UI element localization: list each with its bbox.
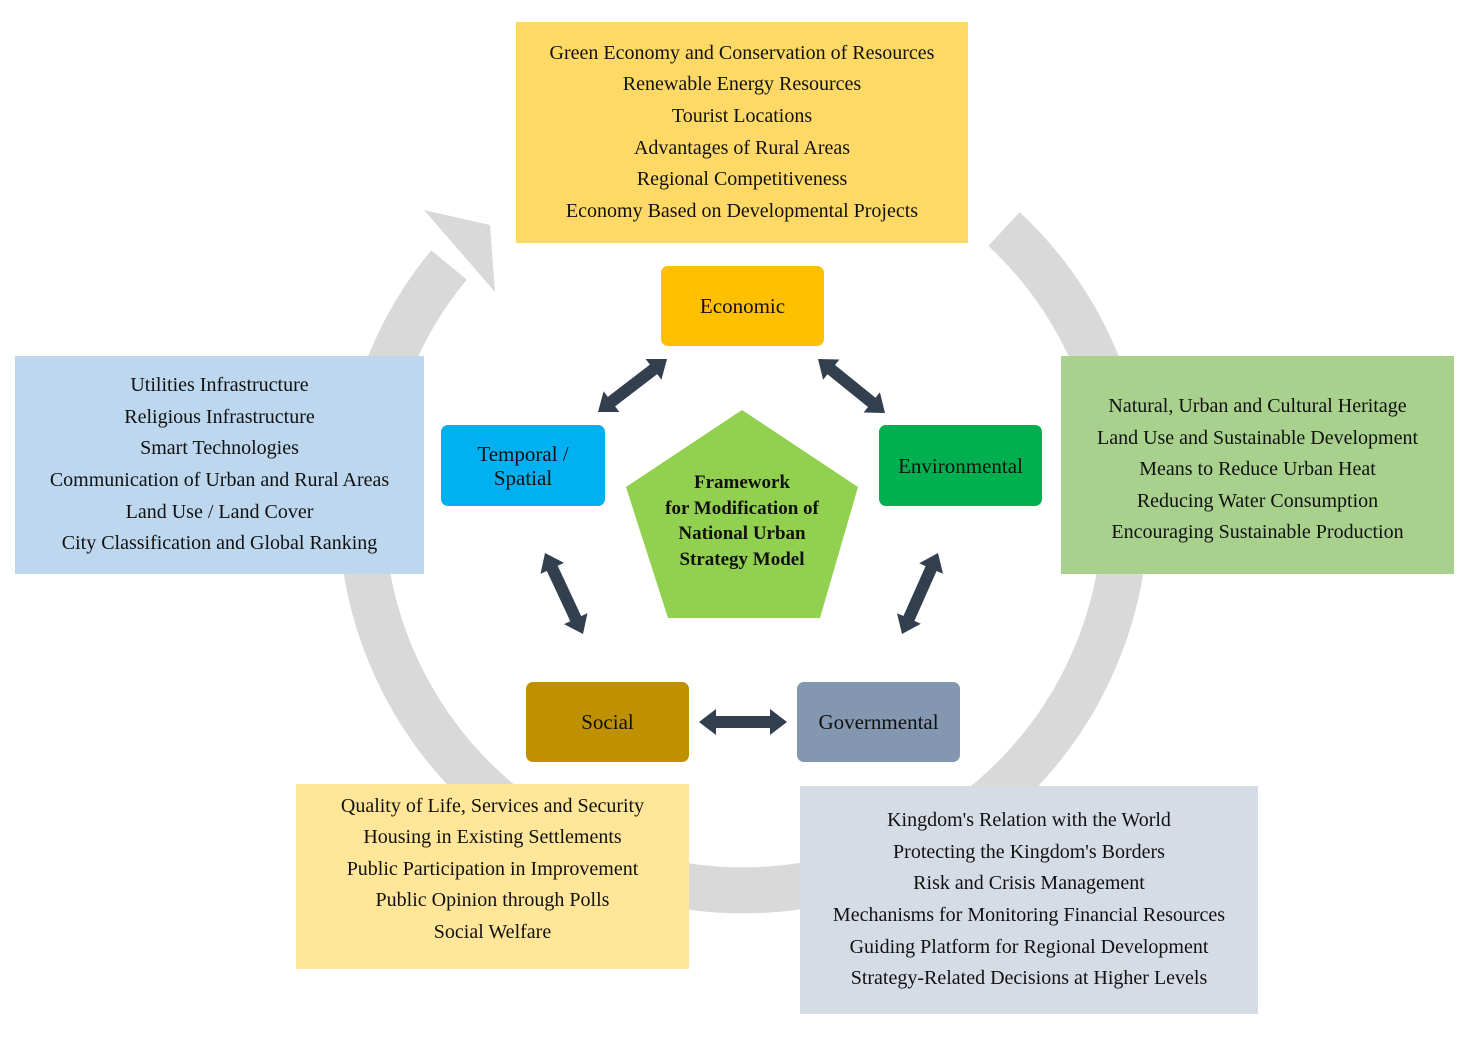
governmental-item: Risk and Crisis Management: [913, 872, 1145, 895]
social-item: Social Welfare: [433, 920, 552, 943]
economic-temporal-connector-icon: [598, 359, 667, 412]
economic-node-label: Economic: [699, 294, 786, 318]
social-node-label: Social: [581, 710, 634, 734]
temporal-label-line: Temporal /: [477, 441, 569, 466]
social-details-box: Quality of Life, Services and Security H…: [296, 784, 689, 969]
environmental-item: Encouraging Sustainable Production: [1111, 521, 1404, 544]
governmental-node: Governmental: [797, 682, 960, 762]
social-item: Quality of Life, Services and Security: [340, 794, 645, 817]
governmental-node-label: Governmental: [818, 710, 939, 734]
environmental-node-label: Environmental: [898, 453, 1023, 478]
temporal-item: Communication of Urban and Rural Areas: [49, 469, 390, 491]
spatial-label-line: Spatial: [493, 465, 553, 490]
governmental-item: Strategy-Related Decisions at Higher Lev…: [850, 967, 1208, 990]
economic-item: Tourist Locations: [671, 104, 813, 127]
cycle-arrowhead-icon: [424, 210, 495, 292]
center-title-line: Framework: [693, 472, 791, 493]
temporal-item: Smart Technologies: [140, 437, 299, 460]
temporal-spatial-node-label: Temporal / Spatial: [477, 442, 568, 490]
economic-item: Regional Competitiveness: [636, 168, 848, 191]
governmental-item: Kingdom's Relation with the World: [887, 809, 1171, 832]
environmental-item: Reducing Water Consumption: [1136, 489, 1379, 512]
center-title-line: National Urban: [678, 523, 806, 544]
temporal-social-connector-icon: [540, 553, 588, 634]
social-item: Public Opinion through Polls: [375, 889, 610, 912]
center-framework-title: Framework for Modification of National U…: [640, 470, 844, 572]
temporal-item: City Classification and Global Ranking: [61, 532, 378, 555]
temporal-spatial-details-box: Utilities Infrastructure Religious Infra…: [15, 356, 424, 574]
social-item: Public Participation in Improvement: [346, 857, 639, 880]
environmental-node: Environmental: [879, 425, 1042, 506]
economic-item: Renewable Energy Resources: [622, 73, 862, 96]
temporal-item: Utilities Infrastructure: [130, 374, 309, 397]
governmental-item: Guiding Platform for Regional Developmen…: [849, 935, 1209, 958]
environmental-governmental-connector-icon: [897, 553, 943, 634]
environmental-item: Land Use and Sustainable Development: [1096, 426, 1419, 449]
temporal-item: Religious Infrastructure: [124, 405, 315, 428]
economic-environmental-connector-icon: [818, 359, 885, 413]
environmental-item: Means to Reduce Urban Heat: [1139, 458, 1376, 481]
governmental-item: Mechanisms for Monitoring Financial Reso…: [832, 904, 1226, 926]
environmental-details-box: Natural, Urban and Cultural Heritage Lan…: [1061, 356, 1454, 574]
center-pentagon: [626, 410, 858, 618]
social-node: Social: [526, 682, 689, 762]
temporal-spatial-node: Temporal / Spatial: [441, 425, 605, 506]
center-title-line: for Modification of: [665, 497, 819, 519]
center-title-line: Strategy Model: [679, 548, 805, 570]
economic-item: Advantages of Rural Areas: [633, 136, 851, 159]
economic-item: Economy Based on Developmental Projects: [565, 199, 919, 222]
social-governmental-connector-icon: [699, 709, 787, 735]
economic-item: Green Economy and Conservation of Resour…: [549, 41, 935, 64]
governmental-details-box: Kingdom's Relation with the World Protec…: [800, 786, 1258, 1014]
temporal-item: Land Use / Land Cover: [125, 500, 314, 523]
economic-node: Economic: [661, 266, 824, 346]
environmental-item: Natural, Urban and Cultural Heritage: [1108, 395, 1407, 418]
economic-details-box: Green Economy and Conservation of Resour…: [516, 22, 968, 243]
social-item: Housing in Existing Settlements: [363, 826, 622, 849]
governmental-item: Protecting the Kingdom's Borders: [893, 840, 1165, 863]
